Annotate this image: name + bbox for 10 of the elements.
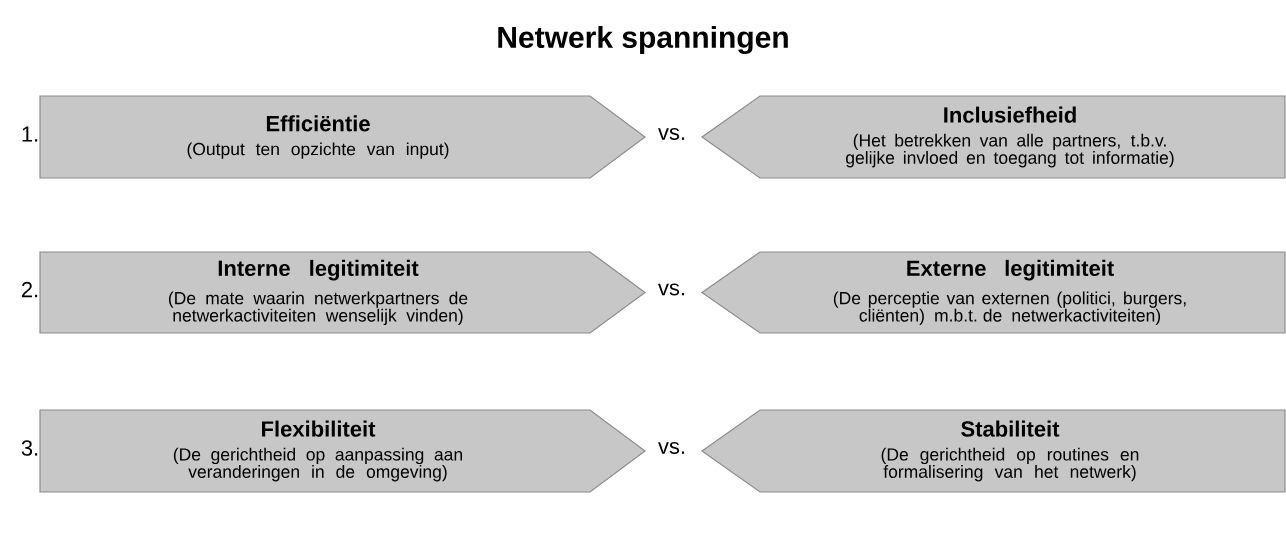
versus-label: vs.	[658, 127, 685, 140]
chevron-box: Inclusiefheid (Het betrekken van alle partners, t.b.v. gelijke invloed en toegang tot informatie)	[700, 95, 1286, 179]
versus-label: vs.	[658, 283, 685, 296]
versus-label: vs.	[658, 441, 685, 454]
chevron-box: Externe legitimiteit (De perceptie van externen (politici, burgers, cliënten) m.b.t. de netwerkactiviteiten)	[700, 251, 1286, 334]
chevron-box: Flexibiliteit (De gerichtheid op aanpassing aan veranderingen in de omgeving)	[39, 409, 646, 493]
chevron-box: Efficiëntie (Output ten opzichte van input)	[39, 95, 646, 179]
chevron-box: Stabiliteit (De gerichtheid op routines en formalisering van het netwerk)	[700, 409, 1286, 493]
title: Netwerk spanningen	[498, 25, 788, 55]
chevron-box: Interne legitimiteit (De mate waarin netwerkpartners de netwerkactiviteiten wenselijk vinden)	[39, 251, 647, 334]
